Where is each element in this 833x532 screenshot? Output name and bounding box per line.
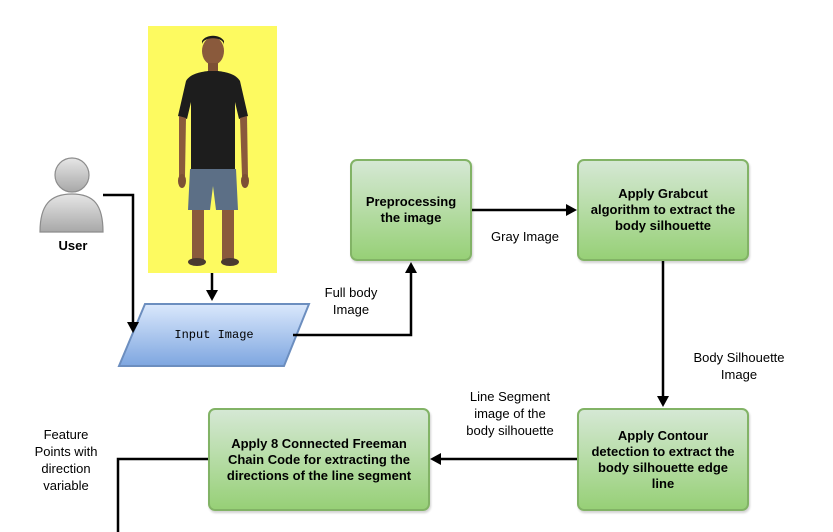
label-line-segment-image: Line Segment image of the body silhouett… bbox=[466, 389, 554, 438]
person-photo bbox=[148, 26, 277, 273]
arrowhead-input-to-preprocessing bbox=[405, 262, 417, 273]
input-image-shape bbox=[117, 303, 311, 367]
label-gray-image: Gray Image bbox=[491, 229, 559, 244]
freeman-box: Apply 8 Connected Freeman Chain Code for… bbox=[208, 408, 430, 511]
label-full-body-image: Full body Image bbox=[324, 285, 378, 317]
label-body-silhouette-image: Body Silhouette Image bbox=[693, 350, 785, 382]
arrowhead-grabcut-to-contour bbox=[657, 396, 669, 407]
arrowhead-user-to-input bbox=[127, 322, 139, 333]
user-label: User bbox=[58, 238, 88, 253]
contour-box: Apply Contour detection to extract the b… bbox=[577, 408, 749, 511]
arrowhead-contour-to-freeman bbox=[430, 453, 441, 465]
user-icon bbox=[39, 157, 104, 233]
label-feature-points: Feature Points with direction variable bbox=[34, 427, 98, 493]
input-image-label: Input Image bbox=[174, 328, 254, 342]
grabcut-box: Apply Grabcut algorithm to extract the b… bbox=[577, 159, 749, 261]
arrowhead-preprocessing-to-grabcut bbox=[566, 204, 577, 216]
connector-user-to-input bbox=[103, 193, 135, 323]
preprocessing-box: Preprocessing the image bbox=[350, 159, 472, 261]
connector-freeman-output bbox=[116, 457, 208, 532]
connector-input-to-preprocessing bbox=[293, 272, 413, 337]
arrowhead-photo-to-input bbox=[206, 290, 218, 301]
